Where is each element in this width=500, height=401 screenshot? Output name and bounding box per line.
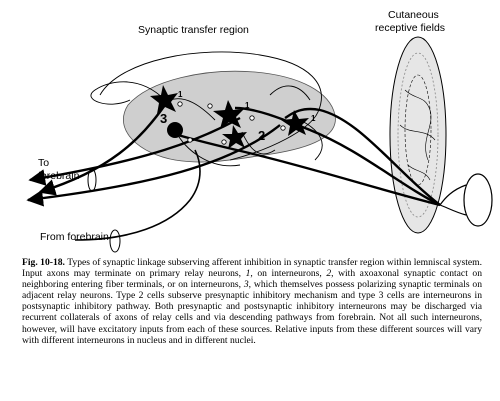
sensory-nerve-ending xyxy=(439,173,493,227)
relay-neuron-1-middle: 1 xyxy=(213,100,250,129)
caption-text-4: , which themselves possess polarizing sy… xyxy=(22,279,482,346)
figure-caption: Fig. 10-18. Types of synaptic linkage su… xyxy=(22,257,482,346)
interneuron-2: 2 xyxy=(222,125,265,149)
relay-neuron-1-right: 1 xyxy=(281,110,316,136)
region-label: Synaptic transfer region xyxy=(138,24,249,36)
svg-text:1: 1 xyxy=(245,101,250,110)
caption-text-1: Types of synaptic linkage subserving aff… xyxy=(22,257,482,280)
to-forebrain-axons xyxy=(26,104,281,207)
to-forebrain-label-line1: To xyxy=(38,157,49,169)
caption-ref-2: 2 xyxy=(326,268,332,280)
svg-text:3: 3 xyxy=(160,111,167,126)
receptive-fields-label-line2: receptive fields xyxy=(375,22,445,34)
caption-text-3: , with axoaxonal synaptic contact on nei… xyxy=(22,268,482,291)
from-forebrain-axon xyxy=(74,149,201,253)
receptive-fields-label-line1: Cutaneous xyxy=(388,9,439,21)
collateral-fibers xyxy=(90,81,323,167)
from-forebrain-label: From forebrain xyxy=(40,231,109,243)
caption-ref-3: 3 xyxy=(243,279,249,291)
synaptic-terminals xyxy=(177,101,286,145)
caption-figure-label: Fig. 10-18. xyxy=(22,257,65,268)
relay-neuron-1-upper: 1 xyxy=(150,85,183,114)
nucleus-outline xyxy=(99,51,322,161)
interneuron-3: 3 xyxy=(160,111,183,138)
svg-text:2: 2 xyxy=(258,128,265,143)
svg-text:1: 1 xyxy=(311,114,316,123)
caption-text-2: , on interneurons, xyxy=(250,268,327,280)
svg-text:1: 1 xyxy=(178,90,183,99)
caption-ref-1: 1 xyxy=(245,268,251,280)
